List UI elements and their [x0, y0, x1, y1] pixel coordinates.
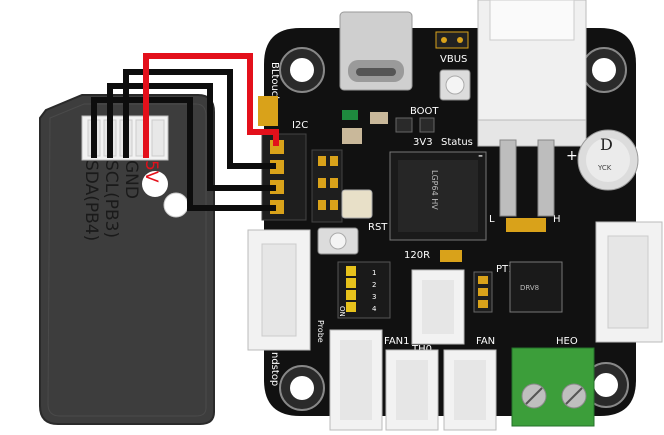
vbus-jumper — [435, 31, 469, 49]
wire-scl — [107, 83, 276, 191]
label-bltouch: BLtouch — [269, 62, 280, 103]
heater-terminal-block — [511, 347, 595, 427]
usb-c-connector — [339, 11, 413, 91]
label-minus: - — [478, 148, 483, 164]
wire-gnd — [123, 69, 276, 169]
dip-label-2: 2 — [372, 281, 376, 289]
dip-label-3: 3 — [372, 293, 376, 301]
label-rst: RST — [368, 222, 388, 233]
fan-connector-1 — [329, 329, 383, 431]
label-fan1: FAN1 — [384, 336, 410, 347]
fan-connector-3 — [443, 349, 497, 431]
label-boot: BOOT — [410, 106, 439, 117]
dip-label-4: 4 — [372, 305, 377, 313]
module-hole — [163, 192, 189, 218]
pin-label-gnd: GND — [121, 160, 141, 199]
label-status: Status — [441, 137, 473, 148]
label-120r: 120R — [404, 250, 430, 261]
label-heo: HEO — [556, 336, 578, 347]
label-fan: FAN — [476, 336, 495, 347]
label-3v3: 3V3 — [413, 137, 433, 148]
wires — [91, 53, 279, 211]
pin-label-5v: 5V — [141, 160, 161, 183]
label-plus: + — [566, 148, 578, 164]
wire-sda — [91, 97, 276, 211]
oscillator — [341, 189, 373, 219]
cap-letter: D — [600, 135, 613, 154]
label-vbus: VBUS — [440, 54, 467, 65]
label-driver: DRV8 — [520, 284, 539, 292]
driver-chip: DRV8 — [509, 261, 563, 313]
left-connector — [247, 229, 311, 351]
dip-switch: 1 2 3 4 ON — [337, 261, 391, 319]
fan-connector-2 — [385, 349, 439, 431]
capacitor: D YCK — [577, 129, 639, 191]
top-right-connector — [477, 0, 587, 147]
main-board: VBUS BOOT BLtouch I2C — [247, 0, 663, 431]
pin-label-sda: SDA(PB4) — [81, 160, 101, 241]
bltouch-header — [258, 96, 278, 126]
dip-label-1: 1 — [372, 269, 376, 277]
mounting-hole — [279, 47, 325, 93]
dip-label-on: ON — [338, 306, 346, 317]
th0-connector — [411, 269, 465, 345]
mounting-hole — [581, 47, 627, 93]
label-endstop: ndstop — [269, 352, 280, 386]
mcu-chip: LGP64 HV — [389, 151, 487, 241]
label-probe: Probe — [316, 320, 325, 343]
mounting-hole — [279, 365, 325, 411]
module-hole — [142, 171, 168, 197]
pt1000-jumper — [473, 271, 493, 313]
wire-5v — [143, 53, 279, 158]
label-chip: LGP64 HV — [430, 170, 439, 210]
jumper-block — [311, 149, 343, 223]
pin-label-scl: SCL(PB3) — [101, 160, 121, 238]
label-h: H — [553, 214, 561, 225]
label-l: L — [489, 214, 495, 225]
cap-code: YCK — [597, 164, 612, 172]
label-i2c: I2C — [292, 120, 308, 131]
right-connector — [595, 221, 663, 343]
